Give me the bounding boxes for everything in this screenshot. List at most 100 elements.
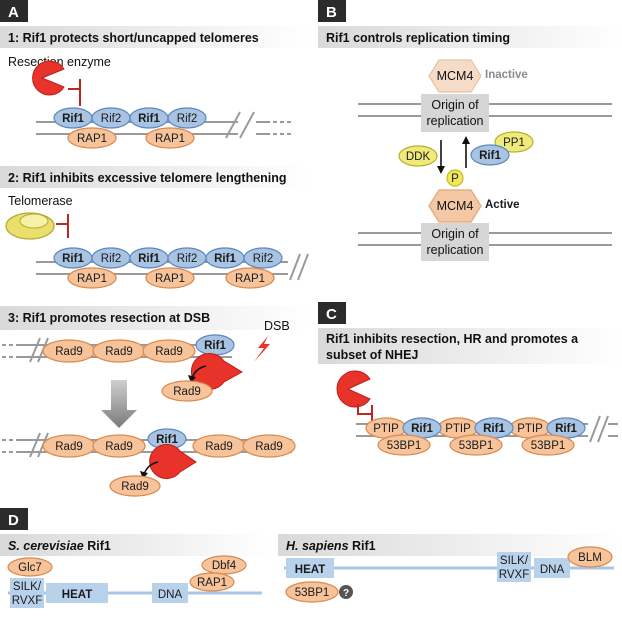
d-sc-header-band <box>0 534 270 556</box>
b-pp1-blob <box>494 131 534 153</box>
b-rif1-blob <box>470 144 510 166</box>
d-hs-blm-label: BLM <box>578 552 602 564</box>
d-sc-rap1-label: RAP1 <box>197 577 227 589</box>
c-53bp1-label: 53BP1 <box>387 440 422 452</box>
panel-c-letter: C <box>326 306 337 323</box>
panel-b: B Rif1 controls replication timing Origi… <box>318 0 622 261</box>
a3b-resection-enzyme-icon <box>149 444 197 479</box>
a2-enzyme-label: Telomerase <box>8 194 73 208</box>
d-hs-53bp1-blob <box>285 581 339 603</box>
panel-b-letter-box <box>318 0 346 22</box>
b-origin-label-2: replication <box>427 114 484 128</box>
c-53bp1-blob <box>449 434 503 456</box>
c-53bp1-label: 53BP1 <box>531 440 566 452</box>
b-mcm4-inactive-hexagon <box>428 59 482 93</box>
b-origin-label-1: Origin of <box>431 98 479 112</box>
a3-ejected-rad9-label: Rad9 <box>173 386 201 398</box>
b-mcm4-inactive-label: MCM4 <box>437 69 474 83</box>
b-origin-label-3: Origin of <box>431 227 479 241</box>
d-hs-silk-label-1: SILK/ <box>500 555 529 567</box>
b-phosphate-label: P <box>451 173 459 185</box>
c-ptip-label: PTIP <box>373 423 399 435</box>
a1-enzyme-label: Resection enzyme <box>8 55 111 69</box>
a2-rif-label: Rif2 <box>253 253 273 265</box>
panel-d-letter: D <box>8 512 19 529</box>
b-title: Rif1 controls replication timing <box>326 31 510 45</box>
d-hs-question-label: ? <box>343 588 349 599</box>
a3b-rad9-blob <box>242 434 296 458</box>
a1-rap1-label: RAP1 <box>77 133 107 145</box>
a1-resection-enzyme-icon <box>32 60 65 96</box>
a1-rif-label: Rif2 <box>101 113 121 125</box>
a3-rif1-label: Rif1 <box>204 340 226 352</box>
b-ddk-blob <box>398 145 438 167</box>
b-inactive-label: Inactive <box>485 69 528 81</box>
a2-break-mark <box>289 253 301 281</box>
a3-resection-enzyme-icon <box>190 353 243 390</box>
c-53bp1-blob <box>377 434 431 456</box>
a3-break-mark <box>29 337 41 363</box>
a2-rif-label: Rif1 <box>62 253 84 265</box>
a1-rif-label: Rif1 <box>138 113 160 125</box>
a2-rif-label: Rif1 <box>138 253 160 265</box>
a3b-rad9-blob <box>92 434 146 458</box>
c-title-line-1: Rif1 inhibits resection, HR and promotes… <box>326 332 579 346</box>
b-active-label: Active <box>485 199 520 211</box>
a1-header-band <box>0 26 310 48</box>
panel-a-letter-box <box>0 0 28 22</box>
d-sc-title: S. cerevisiae Rif1 <box>8 539 111 553</box>
panel-d: D S. cerevisiae Rif1 SILK/ RVXF HEAT DNA… <box>0 508 622 608</box>
a3b-rad9-label: Rad9 <box>55 441 83 453</box>
c-53bp1-blob <box>521 434 575 456</box>
a2-rap1-blob <box>225 267 275 289</box>
b-origin-label-4: replication <box>427 243 484 257</box>
b-pp1-label: PP1 <box>503 137 525 149</box>
d-hs-heat-label: HEAT <box>295 564 325 576</box>
b-mcm4-active-label: MCM4 <box>437 199 474 213</box>
d-sc-rap1-blob <box>189 572 235 592</box>
a3-title: 3: Rif1 promotes resection at DSB <box>8 311 210 325</box>
c-header-band <box>318 328 622 364</box>
b-origin-box-top <box>421 94 489 132</box>
a2-rap1-label: RAP1 <box>235 273 265 285</box>
c-rif1-label: Rif1 <box>483 423 505 435</box>
a2-rap1-blob <box>145 267 195 289</box>
panel-c-letter-box <box>318 302 346 324</box>
d-sc-dna-label: DNA <box>158 589 183 601</box>
c-break-mark <box>589 415 601 443</box>
c-53bp1-label: 53BP1 <box>459 440 494 452</box>
d-sc-heat-label: HEAT <box>62 589 92 601</box>
a1-inhibition-icon <box>68 79 81 106</box>
a1-break-mark <box>225 111 241 139</box>
a2-rap1-blob <box>67 267 117 289</box>
a2-inhibition-icon <box>56 214 69 238</box>
d-hs-53bp1-label: 53BP1 <box>295 587 330 599</box>
a3-rad9-label: Rad9 <box>55 346 83 358</box>
d-sc-silk-box <box>10 578 44 608</box>
a1-title: 1: Rif1 protects short/uncapped telomere… <box>8 31 259 45</box>
a3-rad9-label: Rad9 <box>105 346 133 358</box>
a2-rif-blob <box>243 247 283 269</box>
d-hs-silk-label-2: RVXF <box>499 569 529 581</box>
d-hs-title: H. sapiens Rif1 <box>286 539 376 553</box>
a3-dsb-label: DSB <box>264 319 290 333</box>
d-hs-blm-blob <box>567 546 613 568</box>
a2-rif-label: Rif1 <box>214 253 236 265</box>
d-hs-header-band <box>278 534 622 556</box>
d-hs-question-icon <box>339 585 353 599</box>
a3b-rif1-label: Rif1 <box>156 434 178 446</box>
c-title-line-2: subset of NHEJ <box>326 348 418 362</box>
a2-rif-label: Rif2 <box>101 253 121 265</box>
a3b-rad9-label: Rad9 <box>255 441 283 453</box>
d-sc-dna-box <box>152 583 188 603</box>
d-hs-heat-box <box>286 558 334 578</box>
a1-rap1-blob <box>145 127 195 149</box>
d-sc-silk-label-1: SILK/ <box>13 581 42 593</box>
a3-ejected-rad9-blob <box>161 380 213 402</box>
a3-process-arrow <box>101 380 137 428</box>
c-inhibition-icon <box>357 404 373 423</box>
d-sc-dbf4-label: Dbf4 <box>212 560 237 572</box>
d-hs-dna-label: DNA <box>540 564 565 576</box>
a3b-ejected-rad9-label: Rad9 <box>121 481 149 493</box>
